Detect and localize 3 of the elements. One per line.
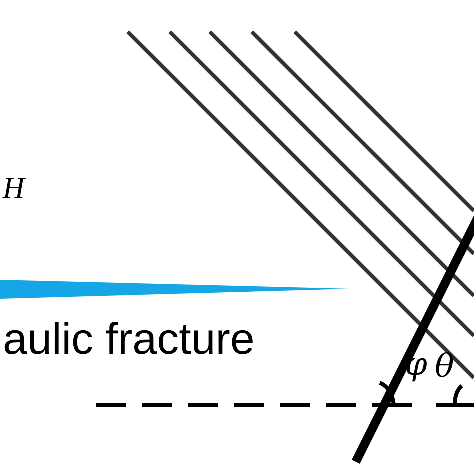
axis-label: H: [2, 171, 27, 207]
fracture-label: aulic fracture: [2, 314, 256, 366]
angle-label: θ: [434, 346, 456, 386]
